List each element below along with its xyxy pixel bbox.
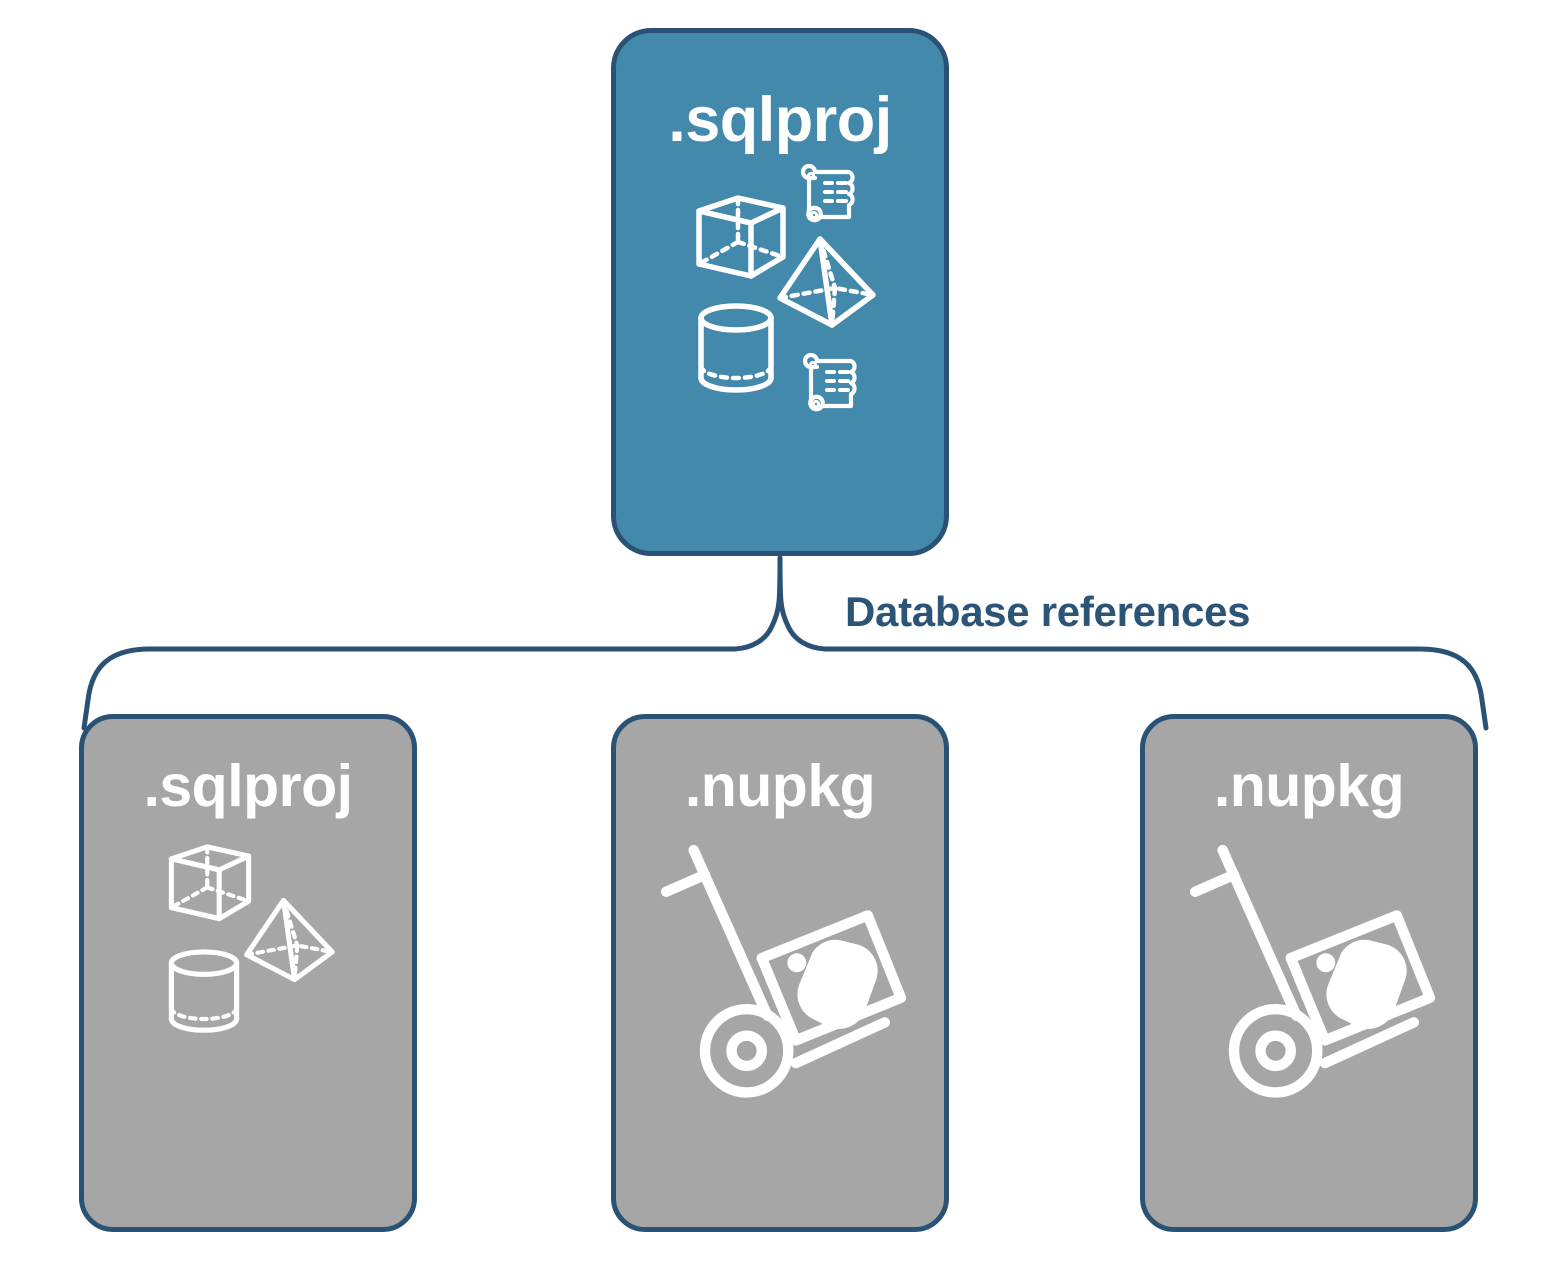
node-parent-label: .sqlproj <box>668 85 892 155</box>
scroll-icon <box>802 352 857 412</box>
node-parent-sqlproj[interactable]: .sqlproj <box>611 28 949 556</box>
connector-label: Database references <box>845 588 1251 635</box>
hand-truck-package-icon <box>1189 844 1436 1098</box>
scroll-icon <box>800 163 855 223</box>
child-3-icon-area <box>1145 816 1473 1227</box>
node-child-label: .sqlproj <box>143 753 353 819</box>
cylinder-icon <box>168 949 240 1033</box>
node-child-label: .nupkg <box>684 753 876 819</box>
node-child-sqlproj[interactable]: .sqlproj <box>79 714 417 1232</box>
node-child-label: .nupkg <box>1213 753 1405 819</box>
cube-icon <box>696 195 786 279</box>
node-child-nupkg[interactable]: .nupkg <box>1140 714 1478 1232</box>
pyramid-icon <box>244 897 335 983</box>
child-1-icon-area <box>84 816 412 1227</box>
node-child-nupkg[interactable]: .nupkg <box>611 714 949 1232</box>
child-2-icon-area <box>616 816 944 1227</box>
hand-truck-package-icon <box>660 844 907 1098</box>
pyramid-icon <box>777 236 876 328</box>
cylinder-icon <box>698 303 774 393</box>
parent-icon-area <box>616 152 944 551</box>
cube-icon <box>168 844 252 922</box>
